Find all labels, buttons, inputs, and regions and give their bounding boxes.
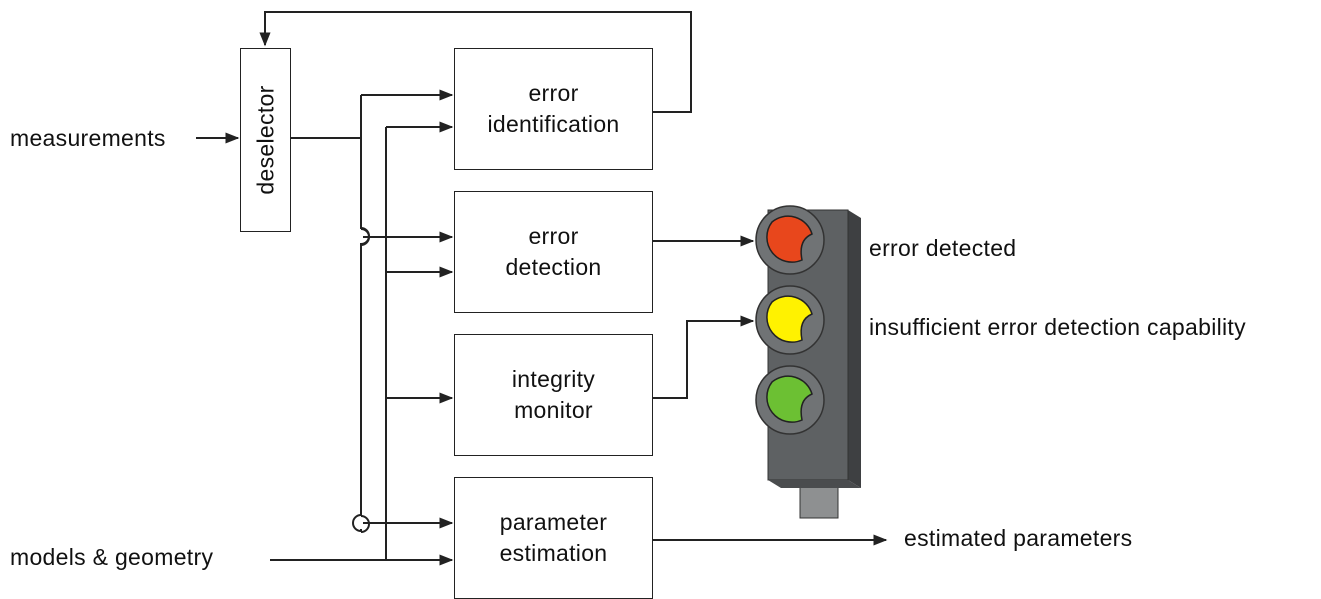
error-detection-line2: detection <box>505 254 602 280</box>
parameter-estimation-line2: estimation <box>499 540 608 566</box>
insufficient-capability-label: insufficient error detection capability <box>869 314 1246 340</box>
error-identification-line1: error <box>528 80 579 106</box>
measurements-label: measurements <box>10 125 166 151</box>
deselector-label: deselector <box>252 85 278 195</box>
error-identification-box: error identification <box>454 48 653 170</box>
feedback-to-deselector <box>259 11 692 113</box>
parameter-estimation-line1: parameter <box>499 509 608 535</box>
deselector-box: deselector <box>240 48 291 232</box>
measurement-bus <box>352 95 370 533</box>
error-identification-line2: identification <box>487 111 620 137</box>
error-detected-label: error detected <box>869 235 1017 261</box>
models-geometry-label: models & geometry <box>10 544 214 570</box>
green-lamp <box>755 365 825 435</box>
arrow-integrity-to-yellow <box>653 315 755 399</box>
yellow-lamp <box>755 285 825 355</box>
integrity-monitor-line2: monitor <box>514 397 593 423</box>
integrity-monitor-line1: integrity <box>511 366 596 392</box>
traffic-light-side <box>848 210 861 488</box>
error-detection-box: error detection <box>454 191 653 313</box>
red-lamp <box>755 205 825 275</box>
parameter-estimation-box: parameter estimation <box>454 477 653 599</box>
error-detection-line1: error <box>528 223 579 249</box>
estimated-parameters-label: estimated parameters <box>904 525 1133 551</box>
traffic-light <box>755 205 861 519</box>
integrity-monitor-box: integrity monitor <box>454 334 653 456</box>
